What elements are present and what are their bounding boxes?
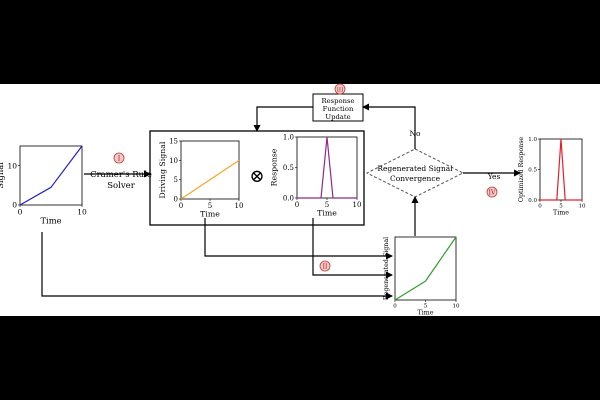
input_signal-series-line	[19, 145, 83, 206]
regenerated_signal-series-line	[394, 236, 457, 301]
driving_signal-ytick-label: 0	[174, 195, 178, 203]
optimized_response-ytick-label: 1.0	[528, 137, 537, 143]
cramer-line1: Cramer's Rule	[90, 170, 152, 180]
regenerated_signal-xtick-label: 0	[393, 304, 397, 310]
optimized_response-plot-frame	[539, 138, 583, 201]
response-xtick-label: 10	[353, 201, 362, 209]
input_signal-ytick-label: 0	[12, 201, 17, 210]
input_signal-xtick-label: 0	[18, 208, 23, 217]
response-update-box	[312, 93, 364, 122]
driving_signal-xtick-label: 10	[235, 202, 244, 210]
response-xtick-label: 0	[295, 201, 299, 209]
optimized_response-ytick-label: 0.0	[528, 198, 537, 204]
regenerated_signal-ylabel: Regenerated Signal	[383, 237, 390, 300]
arrow-no-to-update	[362, 103, 416, 149]
arrow-update-to-group	[253, 106, 313, 132]
driving_signal-ytick-label: 10	[169, 157, 178, 165]
driving_signal-xtick-label: 0	[179, 202, 183, 210]
driving_signal-ytick-label: 15	[169, 137, 178, 145]
driving_signal-series-line	[180, 159, 240, 200]
input_signal-xlabel: Time	[41, 215, 62, 225]
arrow-input-to-regenerated	[41, 232, 393, 300]
badge-four: IV	[486, 186, 498, 198]
response-plot-frame	[296, 136, 358, 199]
regenerated_signal-xtick-label: 10	[453, 304, 460, 310]
driving_signal-plot-frame	[180, 140, 240, 200]
badge-three: III	[334, 83, 346, 95]
badge-four-label: IV	[489, 190, 496, 197]
decision-line2: Convergence	[390, 174, 441, 183]
optimized_response-xtick-label: 0	[538, 204, 542, 210]
driving_signal-xtick-label: 5	[208, 202, 212, 210]
response-xtick-label: 5	[325, 201, 329, 209]
optimized_response-xlabel: Time	[553, 209, 569, 216]
response-ytick-label: 0.0	[283, 194, 294, 202]
driving_signal-xlabel: Time	[200, 209, 220, 218]
convolve-symbol: ⊗	[249, 166, 264, 187]
update-line1: Response	[322, 97, 355, 105]
response-xlabel: Time	[317, 208, 337, 217]
cramer-line2: Solver	[107, 181, 135, 191]
regenerated_signal-xlabel: Time	[418, 309, 434, 316]
optimized_response-xtick-label: 5	[559, 204, 563, 210]
optimized_response-ylabel: Optimized Response	[518, 137, 525, 203]
yes-label: Yes	[487, 172, 501, 181]
badge-three-label: III	[337, 88, 344, 94]
optimized_response-xtick-label: 10	[579, 204, 586, 210]
decision-line1: Regenerated Signal	[377, 164, 453, 173]
content-band	[0, 84, 600, 316]
arrow-driving-to-regenerated	[204, 218, 393, 260]
update-line3: Update	[325, 113, 350, 121]
input_signal-plot-frame	[19, 145, 83, 206]
response-ytick-label: 0.5	[283, 164, 294, 172]
badge-two: II	[319, 260, 331, 272]
badge-two-label: II	[323, 264, 328, 271]
optimized_response-series-line	[540, 138, 582, 201]
regenerated_signal-plot-frame	[394, 236, 457, 301]
input_signal-xtick-label: 10	[77, 208, 87, 217]
response-ylabel: Response	[270, 148, 279, 186]
badge-one: I	[113, 152, 125, 164]
badge-one-label: I	[118, 155, 121, 163]
optimized_response-ytick-label: 0.5	[528, 167, 537, 173]
input_signal-ytick-label: 10	[7, 161, 17, 170]
input_signal-ylabel: Signal	[0, 162, 5, 189]
regenerated_signal-xtick-label: 5	[424, 304, 428, 310]
update-line2: Function	[323, 105, 354, 113]
arrow-response-to-regenerated	[312, 218, 393, 279]
response-series-line	[297, 136, 357, 199]
driving_signal-ytick-label: 5	[174, 176, 178, 184]
response-ytick-label: 1.0	[283, 133, 294, 141]
driving_signal-ylabel: Driving Signal	[158, 141, 167, 198]
